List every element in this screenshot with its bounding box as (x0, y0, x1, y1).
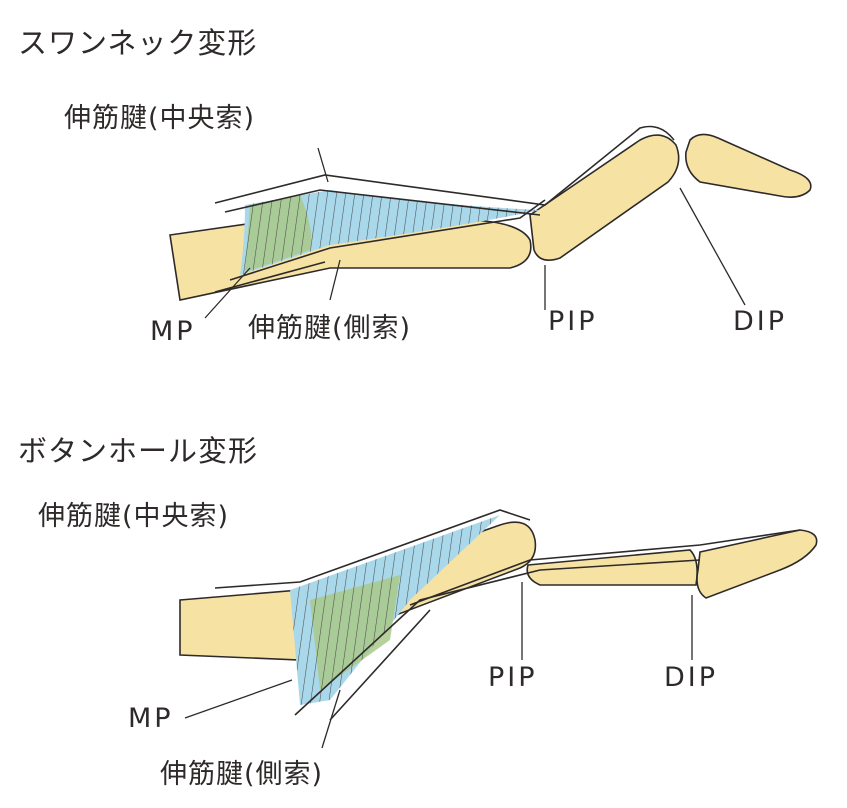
swan-dip-label: DIP (733, 306, 788, 337)
bout-mp-label: MP (128, 703, 174, 734)
bout-central-slip-label: 伸筋腱(中央索) (38, 501, 230, 532)
swan-middle-phalanx (529, 134, 680, 261)
bout-distal-phalanx (696, 529, 818, 599)
swan-neck-figure (169, 125, 812, 319)
bout-proximal-bone (179, 589, 301, 661)
bout-lateral-band-label: 伸筋腱(側索) (160, 759, 324, 790)
swan-mp-label: MP (150, 316, 196, 347)
swan-neck-title: スワンネック変形 (18, 26, 258, 60)
bout-middle-phalanx (526, 549, 698, 586)
swan-central-slip-label: 伸筋腱(中央索) (64, 103, 256, 134)
boutonniere-title: ボタンホール変形 (18, 434, 259, 468)
swan-lateral-band-label: 伸筋腱(側索) (248, 313, 412, 344)
bout-dip-label: DIP (664, 662, 719, 693)
bout-pip-label: PIP (488, 662, 538, 693)
boutonniere-figure (179, 509, 818, 749)
swan-distal-phalanx (684, 133, 812, 198)
swan-pip-label: PIP (548, 306, 598, 337)
